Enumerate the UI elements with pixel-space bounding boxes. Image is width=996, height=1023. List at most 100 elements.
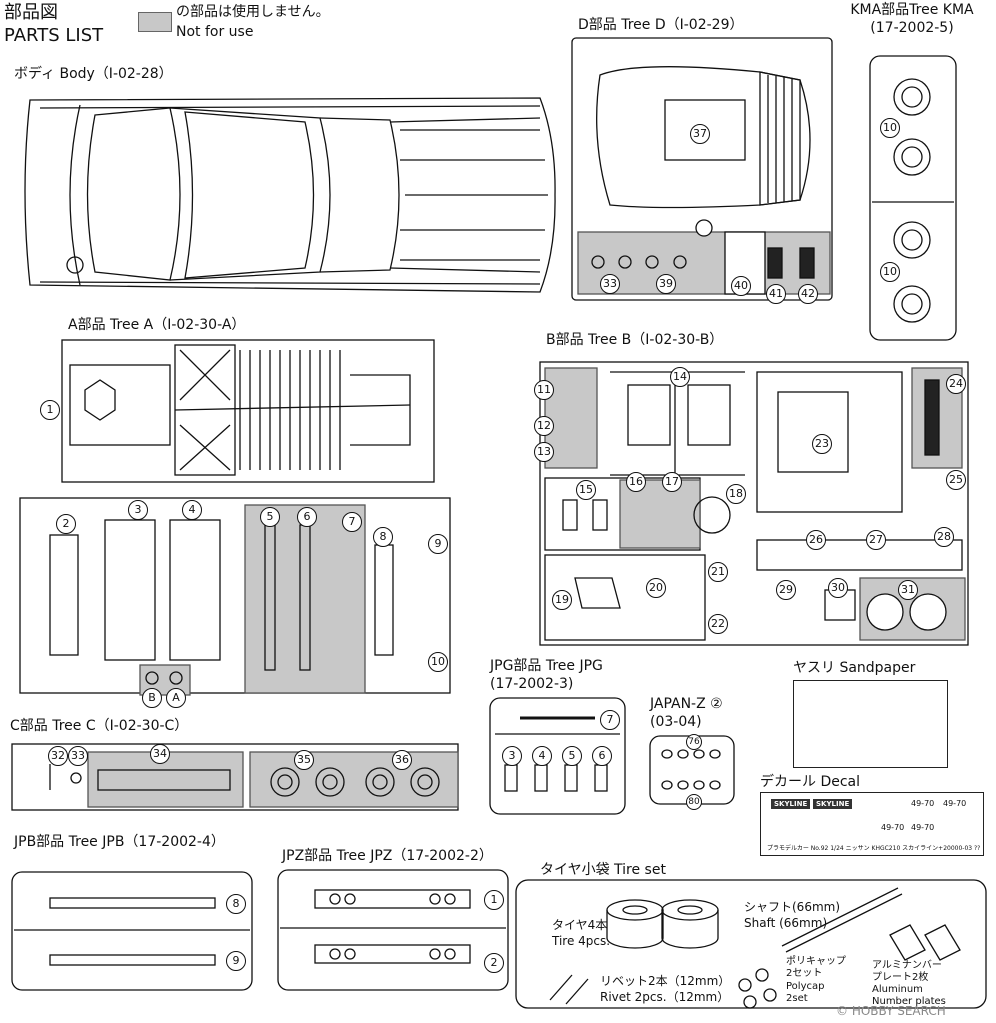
rivet-jp: リベット2本（12mm） (600, 974, 731, 988)
polycap-en-qty: 2set (786, 993, 808, 1004)
part-number: 31 (898, 580, 918, 600)
tire-set-label: タイヤ小袋 Tire set (540, 862, 666, 878)
part-number: 23 (812, 434, 832, 454)
part-number: 4 (532, 746, 552, 766)
part-number: 25 (946, 470, 966, 490)
tree-jpz-label: JPZ部品 Tree JPZ（17-2002-2） (282, 848, 493, 864)
plate-en: Aluminum (872, 984, 923, 995)
tree-b-frame (539, 361, 969, 646)
part-number: 33 (600, 274, 620, 294)
tree-a-label: A部品 Tree A（I-02-30-A） (68, 317, 246, 333)
tree-jpz-frame (277, 869, 509, 991)
part-number: 1 (40, 400, 60, 420)
part-number: 11 (534, 380, 554, 400)
part-number: 29 (776, 580, 796, 600)
part-number: 12 (534, 416, 554, 436)
part-number: 3 (128, 500, 148, 520)
decal-skyline-2: SKYLINE (813, 799, 853, 809)
tree-d-frame (571, 37, 833, 301)
part-number: 42 (798, 284, 818, 304)
part-number: 8 (373, 527, 393, 547)
part-number: 37 (690, 124, 710, 144)
japan-z-code: (03-04) (650, 714, 702, 730)
polycap-en: Polycap (786, 981, 825, 992)
decal-footer: プラモデルカー No.92 1/24 ニッサン KHGC210 スカイライン+2… (767, 845, 981, 852)
part-number: 4 (182, 500, 202, 520)
part-number: 10 (880, 262, 900, 282)
part-number: A (166, 688, 186, 708)
body-part (24, 97, 556, 293)
tree-jpg-frame (489, 697, 626, 815)
part-number: 20 (646, 578, 666, 598)
part-number: 17 (662, 472, 682, 492)
part-number: 36 (392, 750, 412, 770)
shaft-jp: シャフト(66mm) (744, 900, 841, 914)
tree-jpg-label: JPG部品 Tree JPG (490, 658, 603, 674)
tire-jp: タイヤ4本 (552, 918, 608, 932)
part-number: 21 (708, 562, 728, 582)
rivet-en: Rivet 2pcs.（12mm） (600, 990, 730, 1004)
decal-skyline-1: SKYLINE (771, 799, 811, 809)
legend-en: Not for use (176, 24, 254, 40)
decal-tire-code-4: 49-70 (911, 823, 935, 832)
part-number: B (142, 688, 162, 708)
tree-kma-frame (869, 55, 957, 341)
part-number: 13 (534, 442, 554, 462)
part-number: 76 (686, 734, 702, 750)
part-number: 1 (484, 890, 504, 910)
japan-z-label: JAPAN-Z ② (650, 696, 723, 712)
part-number: 19 (552, 590, 572, 610)
tree-jpb-label: JPB部品 Tree JPB（17-2002-4） (14, 834, 225, 850)
plate-jp: アルミナンバー (872, 960, 942, 971)
body-label: ボディ Body（I-02-28） (14, 66, 173, 82)
part-number: 2 (484, 953, 504, 973)
part-number: 7 (600, 710, 620, 730)
part-number: 30 (828, 578, 848, 598)
part-number: 15 (576, 480, 596, 500)
part-number: 22 (708, 614, 728, 634)
legend-jp: の部品は使用しません。 (176, 4, 330, 20)
part-number: 6 (297, 507, 317, 527)
sandpaper-label: ヤスリ Sandpaper (793, 660, 916, 676)
part-number: 10 (880, 118, 900, 138)
tree-jpg-code: (17-2002-3) (490, 676, 574, 692)
tree-jpb-frame (11, 871, 253, 991)
decal-tire-code-3: 49-70 (881, 823, 905, 832)
part-number: 35 (294, 750, 314, 770)
part-number: 41 (766, 284, 786, 304)
part-number: 34 (150, 744, 170, 764)
part-number: 33 (68, 746, 88, 766)
plate-jp-qty: プレート2枚 (872, 972, 929, 983)
part-number: 80 (686, 794, 702, 810)
decal-sheet: SKYLINE SKYLINE 49-70 49-70 49-70 49-70 … (760, 792, 984, 856)
tree-c-label: C部品 Tree C（I-02-30-C） (10, 718, 189, 734)
polycap-jp-qty: 2セット (786, 968, 823, 979)
polycap-jp: ポリキャップ (786, 956, 846, 967)
tree-d-label: D部品 Tree D（I-02-29） (578, 17, 744, 33)
tire-en: Tire 4pcs. (552, 934, 611, 948)
part-number: 9 (428, 534, 448, 554)
part-number: 14 (670, 367, 690, 387)
part-number: 28 (934, 527, 954, 547)
tree-kma-label: KMA部品Tree KMA (850, 2, 974, 18)
part-number: 27 (866, 530, 886, 550)
part-number: 16 (626, 472, 646, 492)
part-number: 9 (226, 951, 246, 971)
not-for-use-swatch (138, 12, 172, 32)
watermark: © HOBBY SEARCH (836, 1004, 946, 1018)
part-number: 26 (806, 530, 826, 550)
tree-kma-code: (17-2002-5) (870, 20, 954, 36)
tire-set-frame (515, 879, 987, 1009)
part-number: 5 (260, 507, 280, 527)
part-number: 3 (502, 746, 522, 766)
decal-tire-code-1: 49-70 (911, 799, 935, 808)
part-number: 8 (226, 894, 246, 914)
part-number: 6 (592, 746, 612, 766)
decal-tire-code-2: 49-70 (943, 799, 967, 808)
part-number: 24 (946, 374, 966, 394)
shaft-en: Shaft (66mm) (744, 916, 828, 930)
part-number: 10 (428, 652, 448, 672)
plate-en-qty: Number plates (872, 996, 946, 1007)
part-number: 2 (56, 514, 76, 534)
